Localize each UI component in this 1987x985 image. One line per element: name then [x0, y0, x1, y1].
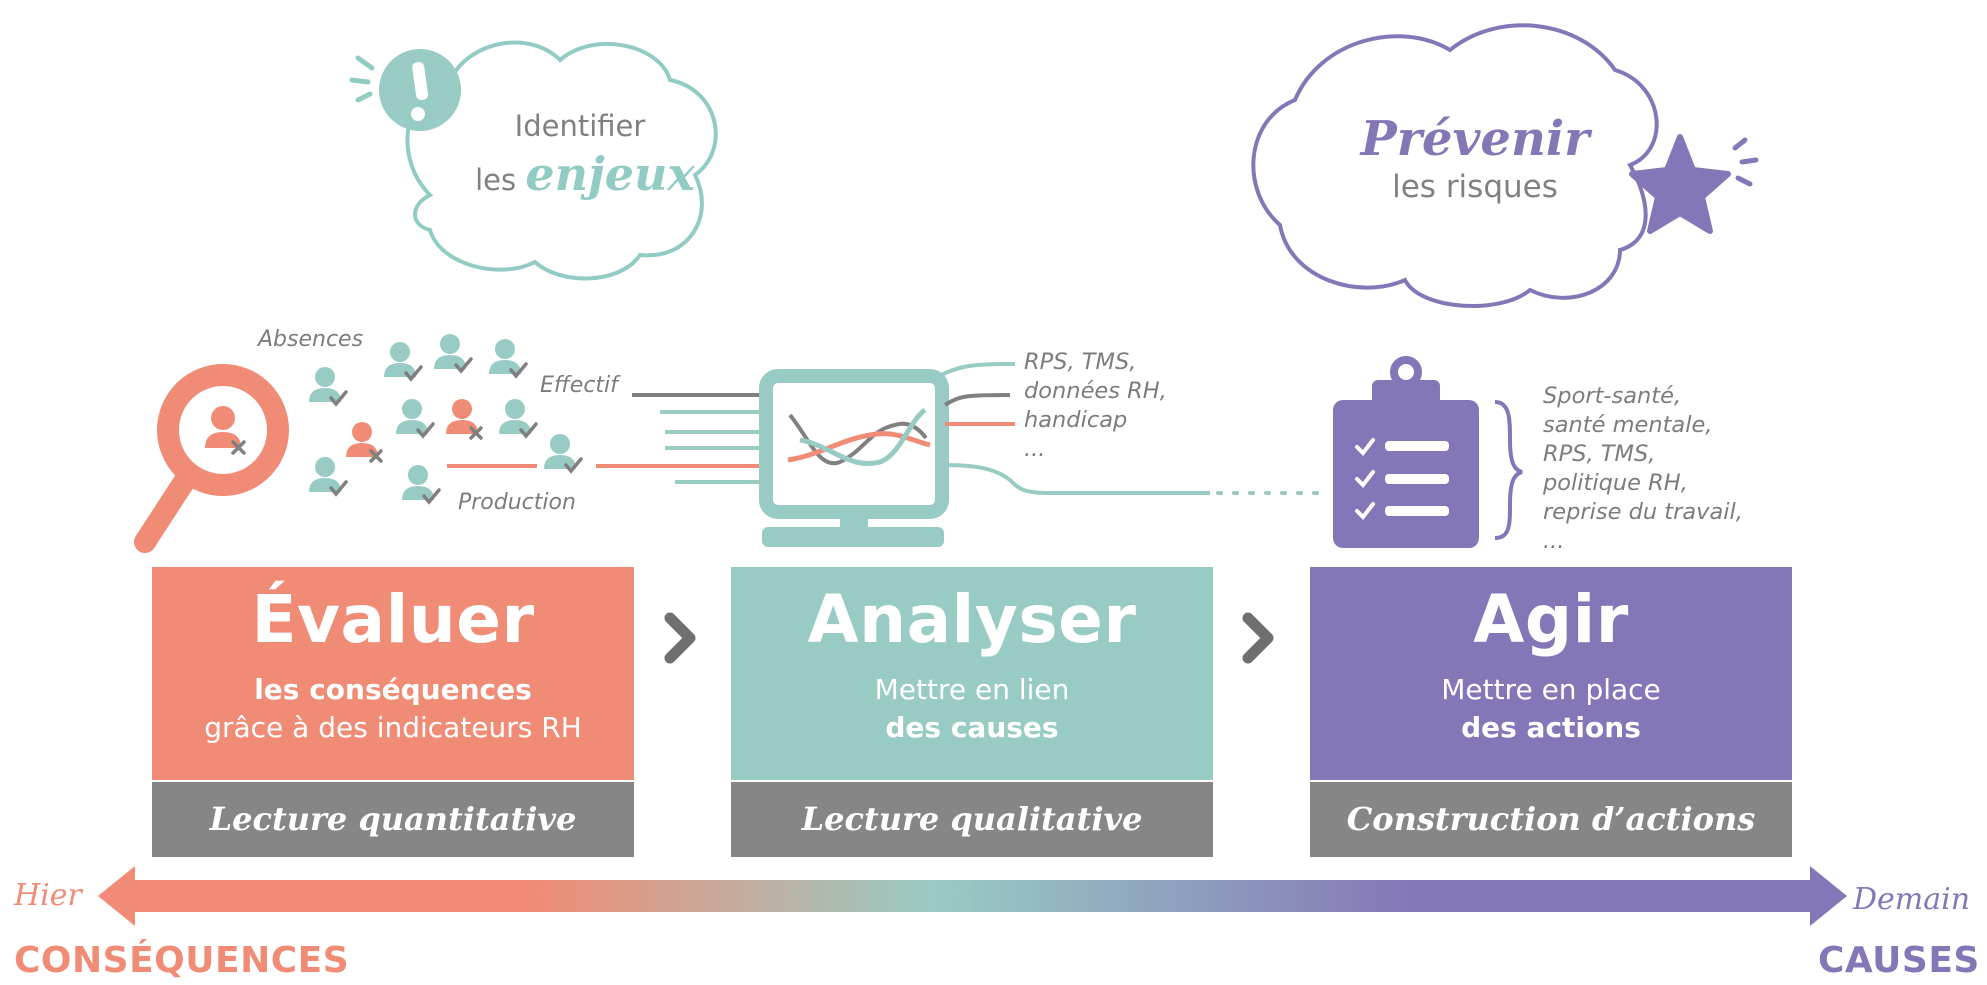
step-agir: Agir Mettre en place des actions [1310, 567, 1792, 780]
step-evaluer: Évaluer les conséquences grâce à des ind… [152, 567, 634, 780]
step-analyser: Analyser Mettre en lien des causes [731, 567, 1213, 780]
timeline-left-caption: CONSÉQUENCES [14, 940, 350, 981]
label-effectif: Effectif [540, 373, 618, 398]
analysis-source-item: données RH, [1024, 378, 1167, 404]
clipboard-checklist-icon [1333, 356, 1523, 548]
action-topic-item: santé mentale, [1543, 412, 1713, 438]
computer-graph-icon [759, 369, 949, 547]
alert-icon [349, 49, 461, 131]
step-title: Évaluer [251, 581, 535, 658]
chevron-right-icon [664, 612, 696, 664]
step-title: Agir [1473, 581, 1629, 658]
timeline-left-word: Hier [14, 878, 82, 913]
action-topic-item: ... [1543, 528, 1565, 554]
action-topic-item: reprise du travail, [1543, 499, 1743, 525]
identify-line2-plain: les [475, 163, 526, 197]
action-topic-item: politique RH, [1543, 470, 1688, 496]
analysis-source-item: ... [1024, 436, 1046, 462]
chevron-right-icon [1242, 612, 1274, 664]
star-icon [1629, 134, 1759, 234]
step-line1: Mettre en place [1441, 673, 1661, 706]
step-footer-evaluer: Lecture quantitative [152, 782, 634, 857]
analysis-source-item: handicap [1024, 407, 1128, 433]
prevent-line1: Prévenir [1360, 111, 1590, 167]
step-line1: les conséquences [254, 673, 532, 706]
magnifier-person-icon [134, 364, 289, 553]
label-production: Production [458, 490, 576, 515]
step-line2: des actions [1461, 711, 1641, 744]
step-line2: grâce à des indicateurs RH [204, 711, 582, 744]
label-absences: Absences [258, 327, 364, 352]
identify-line1: Identifier [514, 109, 646, 143]
analysis-source-item: RPS, TMS, [1024, 349, 1137, 375]
identify-highlight: enjeux [525, 147, 695, 201]
prevent-line2: les risques [1392, 169, 1558, 205]
action-topics-list: Sport-santé, santé mentale, RPS, TMS, po… [1543, 382, 1743, 556]
step-line2: des causes [885, 711, 1059, 744]
step-footer-analyser: Lecture qualitative [731, 782, 1213, 857]
step-title: Analyser [807, 581, 1137, 658]
connector-lines [447, 393, 760, 484]
prevent-cloud [1251, 23, 1659, 308]
analysis-sources-list: RPS, TMS, données RH, handicap ... [1024, 348, 1167, 464]
step-line1: Mettre en lien [874, 673, 1070, 706]
step-footer-agir: Construction d’actions [1310, 782, 1792, 857]
action-topic-item: Sport-santé, [1543, 383, 1682, 409]
identify-line2: les enjeux [455, 148, 715, 201]
people-cluster [307, 332, 583, 504]
action-topic-item: RPS, TMS, [1543, 441, 1656, 467]
timeline-right-caption: CAUSES [1818, 940, 1980, 981]
timeline-arrow [98, 866, 1847, 926]
output-lines [934, 362, 1327, 495]
timeline-right-word: Demain [1853, 882, 1971, 917]
identify-cloud [405, 40, 718, 281]
